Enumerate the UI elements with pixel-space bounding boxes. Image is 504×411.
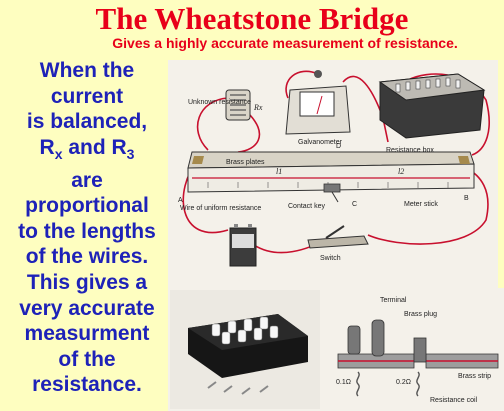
l1-label: l1 (276, 167, 282, 176)
explanation-line: measurment (24, 322, 150, 346)
explanation-line: to the lengths (18, 219, 156, 243)
page-subtitle: Gives a highly accurate measurement of r… (112, 35, 458, 51)
unknown-resistance-coil (225, 89, 251, 121)
r3-text: and R (62, 135, 127, 159)
explanation-line: current (50, 84, 124, 108)
resistance-box (378, 73, 486, 139)
meter-stick-label: Meter stick (404, 201, 438, 208)
explanation-line: are (71, 168, 103, 192)
explanation-line: proportional (25, 194, 149, 218)
explanation-line: is balanced, (26, 110, 148, 134)
r01-label: 0.1Ω (336, 379, 351, 386)
unknown-resistance-label: Unknown resistance (188, 99, 251, 106)
rx-subscript: x (54, 145, 63, 162)
explanation-line: When the (39, 59, 135, 82)
a-label: A (178, 197, 183, 204)
wire-uniform-label: Wire of uniform resistance (180, 205, 261, 212)
contact-key-label: Contact key (288, 203, 325, 210)
explanation-line: of the wires. (25, 245, 149, 269)
explanation-line: of the (58, 347, 116, 371)
brass-plug-label: Brass plug (404, 311, 437, 318)
r02-label: 0.2Ω (396, 379, 411, 386)
explanation-line: resistance. (32, 373, 142, 397)
meter-stick (187, 151, 475, 193)
explanation-line: very accurate (19, 296, 155, 320)
explanation-text: When the current is balanced, Rx and R3 … (4, 58, 170, 398)
battery (229, 224, 257, 267)
switch (307, 225, 369, 249)
resistance-box-label: Resistance box (386, 147, 434, 154)
brass-strip-label: Brass strip (458, 373, 491, 380)
rx-label: Rx (253, 103, 263, 112)
terminal-label: Terminal (380, 297, 407, 304)
galvanometer-label: Galvanometer (298, 139, 343, 146)
rx-symbol: R (39, 135, 55, 159)
brass-plates-label: Brass plates (226, 159, 265, 166)
contact-key (323, 183, 341, 203)
b-label: B (464, 195, 469, 202)
resistance-box-detail: Terminal Brass plug Brass strip 0.1Ω 0.2… (168, 288, 504, 411)
galvanometer (285, 70, 351, 135)
wheatstone-bridge-diagram: Unknown resistance Rx Galvanometer Resis… (168, 60, 498, 290)
resistance-coil-label: Resistance coil (430, 397, 478, 404)
page-title: The Wheatstone Bridge (95, 1, 409, 36)
plug-cross-section (337, 319, 499, 397)
switch-label: Switch (320, 255, 341, 262)
explanation-line: This gives a (26, 270, 148, 294)
l2-label: l2 (398, 167, 404, 176)
c-label: C (352, 201, 357, 208)
resistance-box-photo (170, 290, 320, 409)
explanation-line-resistors: Rx and R3 (4, 135, 170, 168)
d-label: D (336, 143, 341, 150)
r3-subscript: 3 (126, 145, 135, 162)
